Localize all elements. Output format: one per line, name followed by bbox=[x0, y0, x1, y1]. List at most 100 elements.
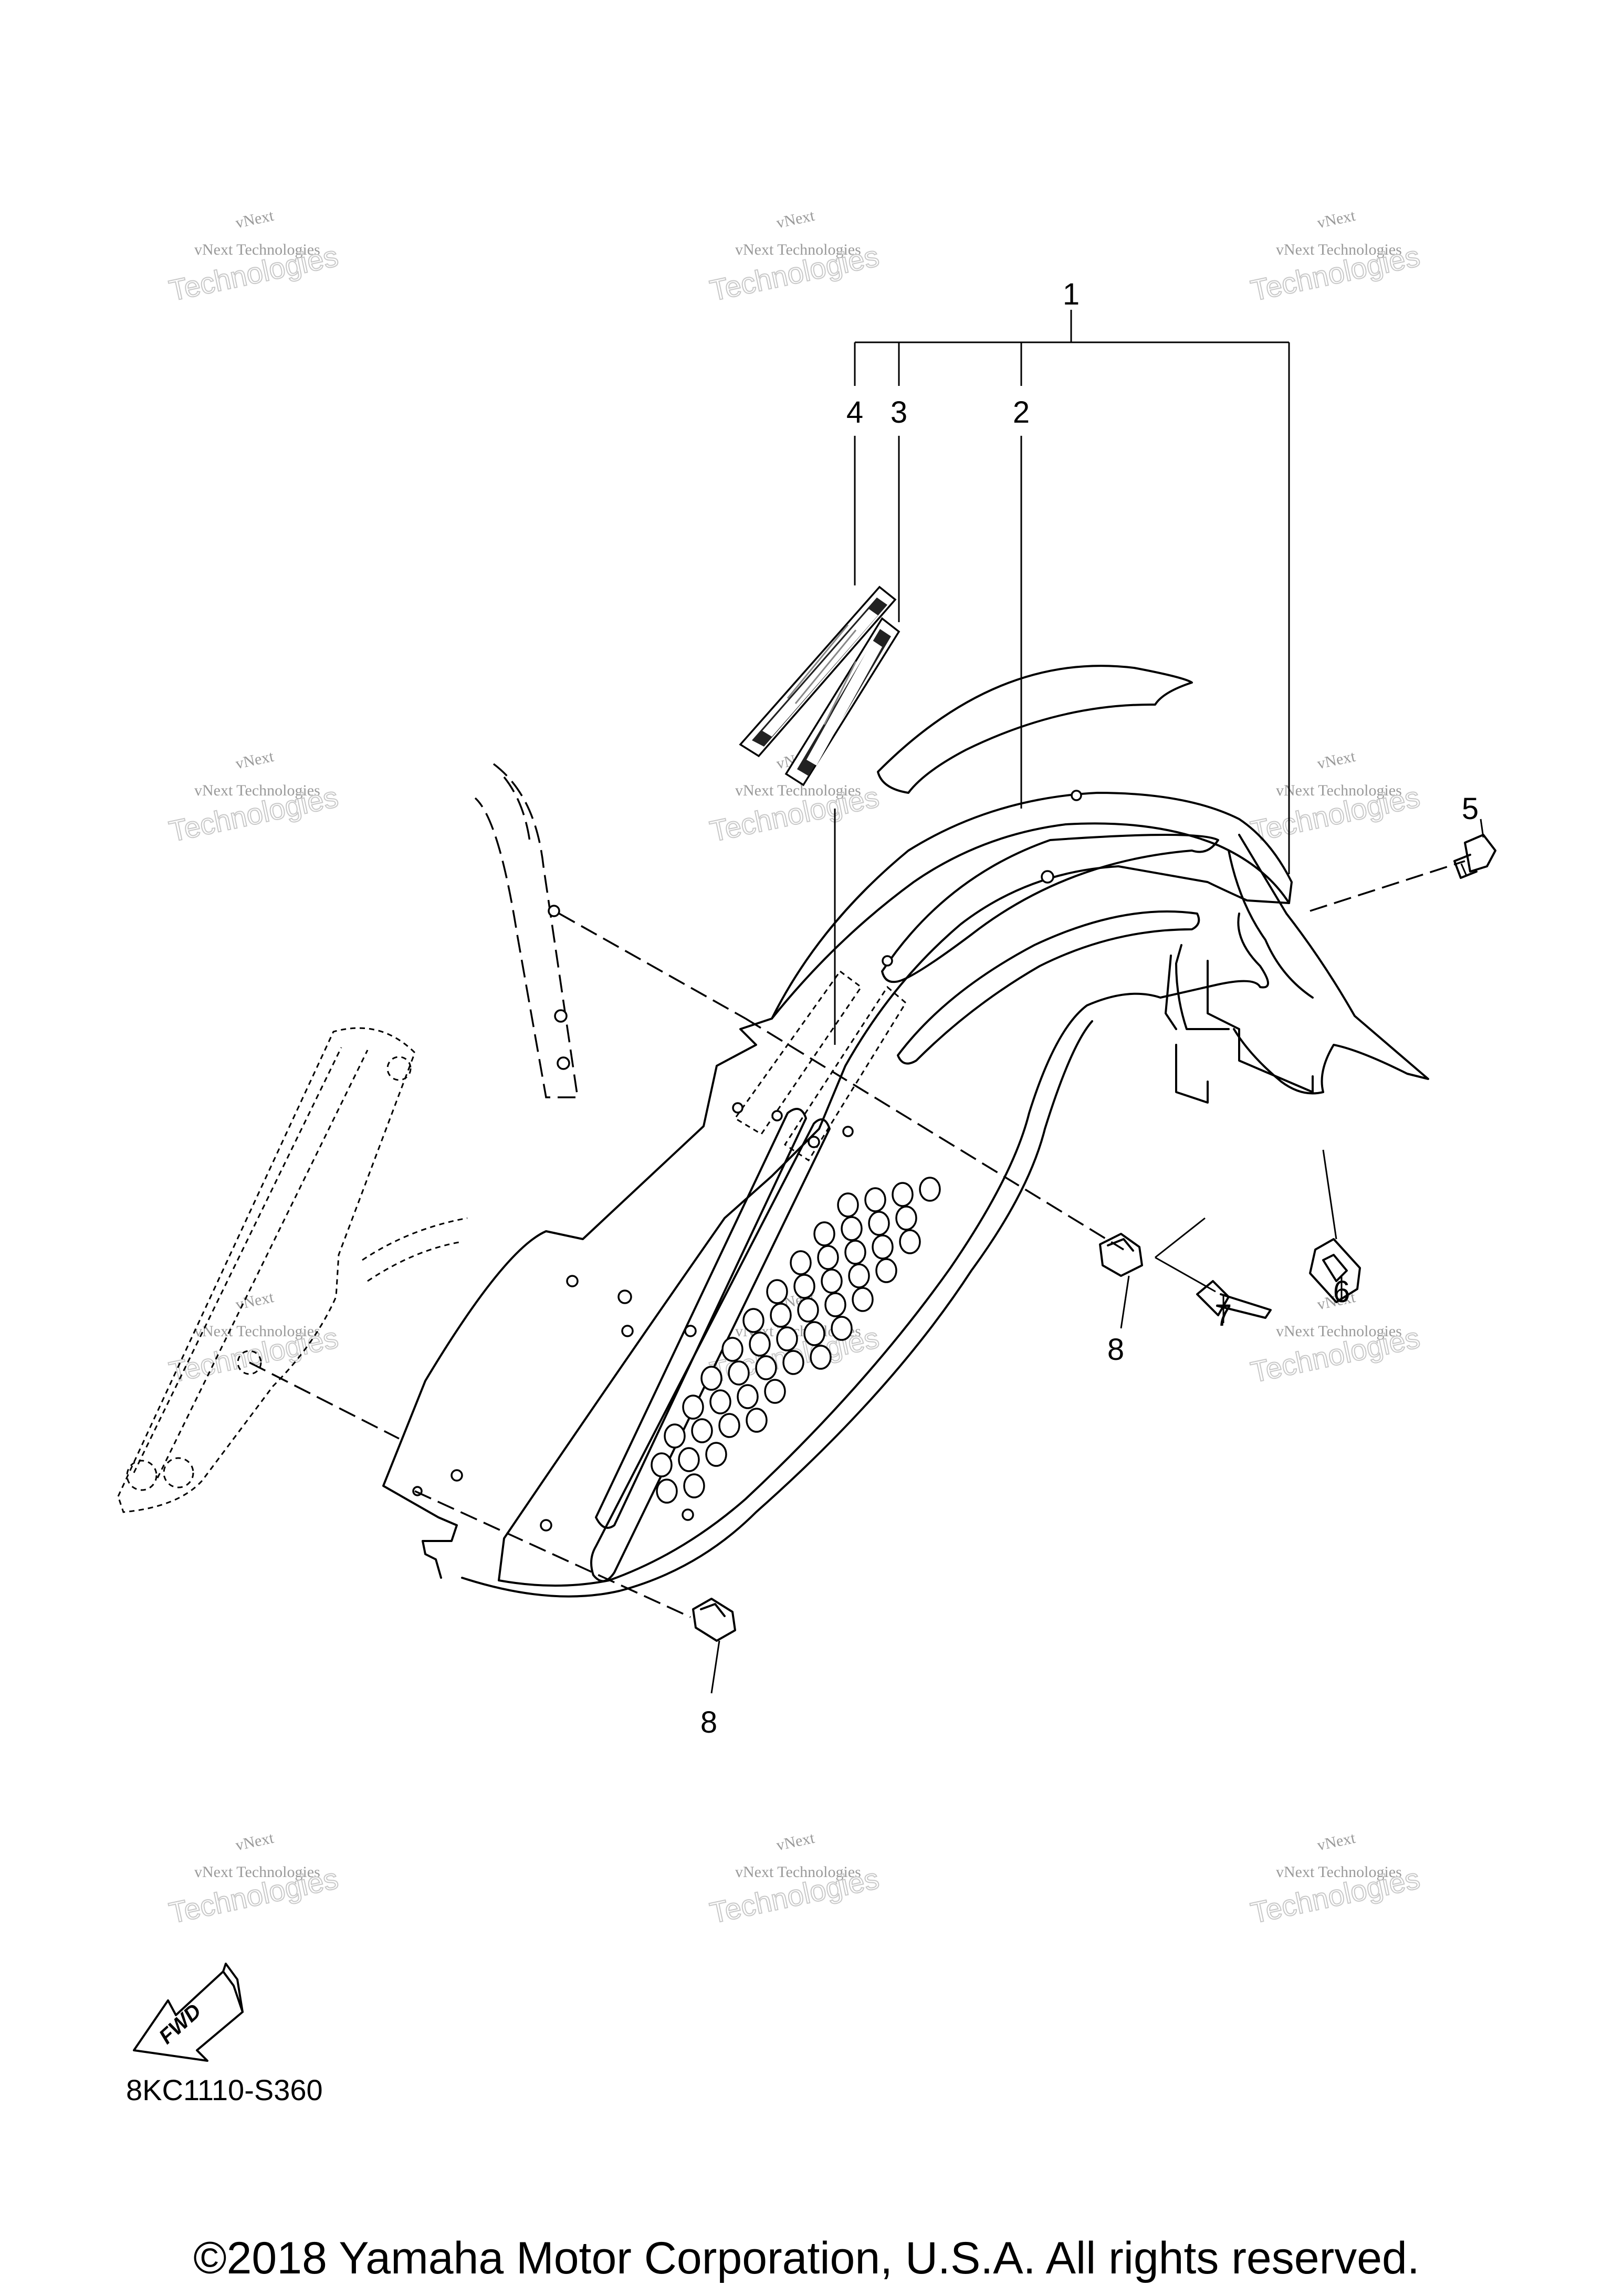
vent-hole bbox=[837, 1192, 859, 1218]
vent-hole bbox=[782, 1350, 804, 1375]
svg-text:vNext: vNext bbox=[1316, 207, 1357, 232]
vent-hole bbox=[810, 1345, 832, 1370]
vent-hole bbox=[737, 1384, 759, 1409]
warning-label-4 bbox=[739, 585, 897, 758]
vent-hole bbox=[656, 1479, 678, 1504]
vent-hole bbox=[899, 1229, 921, 1254]
vent-hole bbox=[682, 1395, 704, 1420]
callout-1: 1 bbox=[1063, 277, 1080, 311]
watermark: vNext vNext Technologies Technologies bbox=[707, 1829, 883, 1930]
vent-hole bbox=[892, 1182, 914, 1207]
callout-5: 5 bbox=[1462, 792, 1479, 826]
vent-hole bbox=[709, 1389, 731, 1414]
warning-label-3 bbox=[784, 617, 900, 787]
vent-hole bbox=[790, 1250, 812, 1275]
svg-text:vNext Technologies: vNext Technologies bbox=[194, 1863, 320, 1881]
watermark-grid: vNext vNext Technologies Technologies vN… bbox=[166, 207, 1423, 1930]
vent-hole bbox=[651, 1452, 673, 1477]
vent-hole bbox=[803, 1321, 825, 1346]
svg-text:vNext: vNext bbox=[775, 1829, 816, 1854]
svg-text:vNext Technologies: vNext Technologies bbox=[1276, 1323, 1402, 1340]
vent-hole bbox=[700, 1366, 722, 1391]
vent-hole bbox=[746, 1408, 768, 1433]
fender-slots bbox=[590, 834, 1219, 1582]
frame-lower bbox=[117, 1027, 468, 1513]
callout-8-right: 8 bbox=[1107, 1333, 1124, 1367]
vent-hole bbox=[895, 1205, 917, 1231]
callout-1-bracket bbox=[854, 310, 1290, 874]
fwd-label: FWD bbox=[155, 1999, 206, 2049]
svg-text:vNext Technologies: vNext Technologies bbox=[735, 241, 861, 258]
callout-7: 7 bbox=[1215, 1298, 1232, 1333]
vent-hole bbox=[742, 1308, 764, 1333]
vent-hole bbox=[776, 1326, 798, 1351]
svg-text:vNext Technologies: vNext Technologies bbox=[194, 1323, 320, 1340]
vent-hole bbox=[821, 1268, 843, 1294]
clip-nut-6 bbox=[1309, 1149, 1361, 1303]
callout-6: 6 bbox=[1333, 1275, 1350, 1309]
vent-hole bbox=[813, 1221, 835, 1246]
vent-hole bbox=[868, 1211, 890, 1236]
vent-hole bbox=[919, 1177, 941, 1202]
watermark: vNext vNext Technologies Technologies bbox=[1248, 1829, 1423, 1930]
rivet-7 bbox=[1155, 1217, 1272, 1323]
vent-hole bbox=[824, 1292, 846, 1317]
svg-text:vNext: vNext bbox=[1316, 1829, 1357, 1854]
watermark: vNext vNext Technologies Technologies bbox=[1248, 207, 1423, 308]
bolt-5 bbox=[1453, 819, 1496, 879]
vent-hole bbox=[797, 1297, 819, 1323]
diagram-code: 8KC1110-S360 bbox=[126, 2073, 323, 2106]
vent-hole bbox=[817, 1245, 839, 1270]
vent-hole bbox=[766, 1279, 788, 1304]
watermark: vNext vNext Technologies Technologies bbox=[166, 748, 342, 848]
vent-hole bbox=[721, 1337, 743, 1362]
svg-text:vNext: vNext bbox=[1316, 748, 1357, 773]
vent-hole bbox=[841, 1216, 863, 1241]
callout-8-lower: 8 bbox=[700, 1705, 717, 1739]
vent-hole bbox=[770, 1303, 792, 1328]
rear-fender bbox=[382, 792, 1429, 1598]
vent-hole bbox=[683, 1473, 705, 1498]
alignment-lines bbox=[249, 860, 1465, 1618]
watermark: vNext vNext Technologies Technologies bbox=[166, 1829, 342, 1930]
fwd-arrow-icon: FWD bbox=[133, 1963, 244, 2062]
vent-hole bbox=[705, 1442, 727, 1467]
watermark: vNext vNext Technologies Technologies bbox=[166, 207, 342, 308]
vent-hole bbox=[864, 1187, 886, 1212]
vent-hole bbox=[678, 1447, 700, 1472]
vent-hole-grid bbox=[651, 1177, 941, 1504]
vent-hole bbox=[728, 1360, 750, 1386]
svg-text:vNext Technologies: vNext Technologies bbox=[1276, 1863, 1402, 1881]
svg-text:vNext: vNext bbox=[234, 1288, 276, 1314]
copyright-notice: ©2018 Yamaha Motor Corporation, U.S.A. A… bbox=[193, 2233, 1420, 2283]
vent-hole bbox=[664, 1423, 686, 1449]
vent-hole bbox=[844, 1240, 866, 1265]
vent-hole bbox=[852, 1287, 874, 1312]
callout-2: 2 bbox=[1013, 395, 1030, 429]
label-position-outlines bbox=[734, 970, 907, 1162]
mounting-holes bbox=[412, 790, 1082, 1532]
bolt-8-lower bbox=[692, 1598, 736, 1694]
vent-hole bbox=[875, 1258, 897, 1283]
svg-text:vNext: vNext bbox=[234, 748, 276, 773]
vent-hole bbox=[691, 1418, 713, 1443]
svg-text:vNext: vNext bbox=[775, 207, 816, 232]
vent-hole bbox=[793, 1274, 815, 1299]
svg-text:vNext Technologies: vNext Technologies bbox=[735, 782, 861, 799]
vent-hole bbox=[718, 1413, 740, 1438]
vent-hole bbox=[749, 1332, 771, 1357]
vent-hole bbox=[831, 1316, 853, 1341]
svg-text:vNext Technologies: vNext Technologies bbox=[1276, 241, 1402, 258]
fender-trim-2 bbox=[877, 665, 1193, 794]
svg-text:vNext Technologies: vNext Technologies bbox=[194, 782, 320, 799]
vent-hole bbox=[872, 1234, 894, 1260]
vent-hole bbox=[755, 1355, 777, 1380]
callout-3: 3 bbox=[891, 395, 907, 429]
vent-hole bbox=[848, 1263, 870, 1288]
watermark: vNext vNext Technologies Technologies bbox=[707, 207, 883, 308]
svg-text:vNext Technologies: vNext Technologies bbox=[1276, 782, 1402, 799]
svg-text:vNext: vNext bbox=[234, 207, 276, 232]
svg-text:vNext Technologies: vNext Technologies bbox=[735, 1863, 861, 1881]
bolt-8-right bbox=[1099, 1233, 1143, 1329]
